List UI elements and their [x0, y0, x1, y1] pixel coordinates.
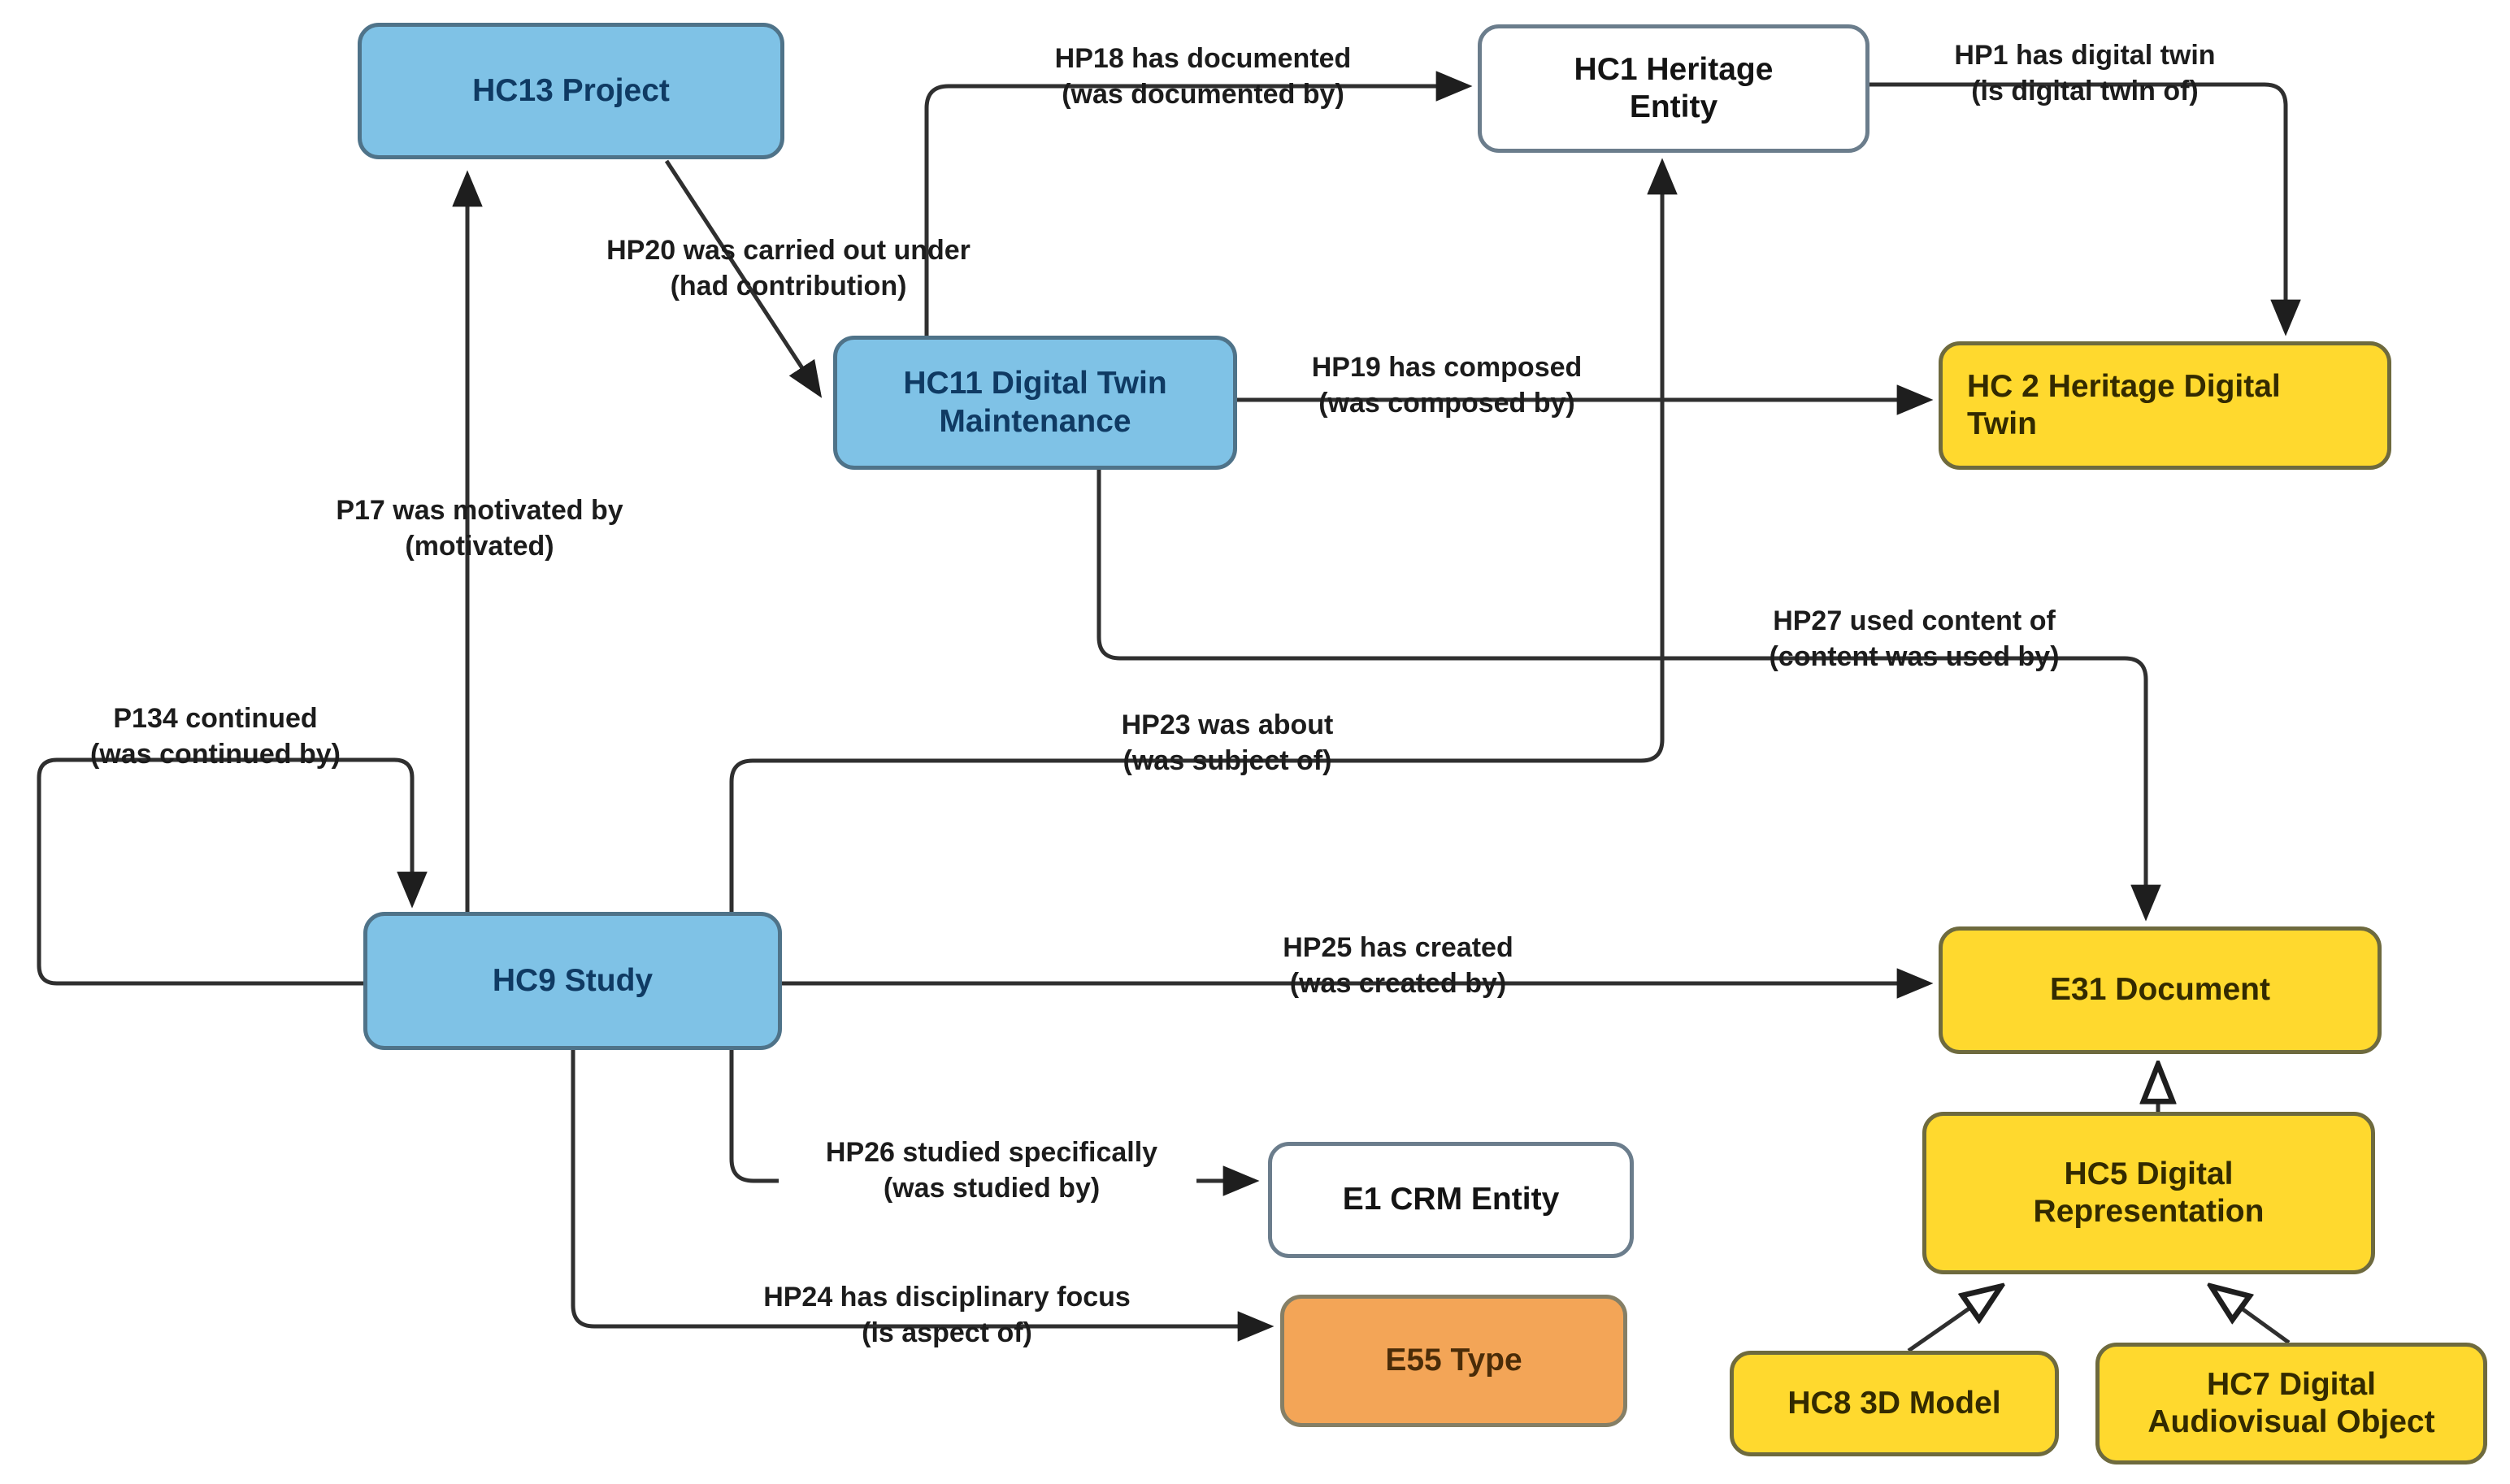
- edge-label-hp26: HP26 studied specifically (was studied b…: [825, 1137, 1158, 1204]
- edge-hp18: [924, 71, 1473, 336]
- edge-label-hp18: HP18 has documented (was documented by): [1054, 43, 1352, 110]
- edge-label-hp27: HP27 used content of (content was used b…: [1769, 605, 2060, 672]
- node-hc5-digital-representation: HC5 Digital Representation: [1922, 1112, 2375, 1274]
- node-hc13-project: HC13 Project: [358, 23, 784, 159]
- edge-label-p17: P17 was motivated by (motivated): [336, 495, 623, 562]
- node-hc2-heritage-digital-twin: HC 2 Heritage Digital Twin: [1939, 341, 2391, 470]
- edge-label-p134: P134 continued (was continued by): [90, 703, 341, 770]
- edge-hp1: [1869, 82, 2301, 336]
- edge-label-hp23: HP23 was about (was subject of): [1121, 709, 1334, 776]
- edge-hp23: [729, 158, 1678, 912]
- node-e55-type: E55 Type: [1280, 1295, 1627, 1427]
- node-e1-crm-entity: E1 CRM Entity: [1268, 1142, 1634, 1258]
- node-hc7-digital-audiovisual-object: HC7 Digital Audiovisual Object: [2095, 1343, 2487, 1464]
- edge-hp24: [571, 1050, 1275, 1342]
- edge-subclass-hc8-hc5: [1907, 1287, 2000, 1353]
- edge-subclass-hc7-hc5: [2213, 1287, 2291, 1345]
- node-hc8-3d-model: HC8 3D Model: [1730, 1351, 2059, 1456]
- edge-label-hp25: HP25 has created (was created by): [1283, 932, 1513, 999]
- edge-label-hp24: HP24 has disciplinary focus (is aspect o…: [763, 1282, 1131, 1348]
- edge-label-hp1: HP1 has digital twin (is digital twin of…: [1954, 40, 2216, 106]
- edge-hp26-stem: [729, 1050, 779, 1183]
- node-hc1-heritage-entity: HC1 Heritage Entity: [1478, 24, 1869, 153]
- node-hc9-study: HC9 Study: [363, 912, 782, 1050]
- edge-label-hp19: HP19 has composed (was composed by): [1311, 352, 1583, 419]
- node-hc11-digital-twin-maintenance: HC11 Digital Twin Maintenance: [833, 336, 1237, 470]
- edge-hp27: [1096, 470, 2161, 922]
- node-e31-document: E31 Document: [1939, 926, 2382, 1054]
- edge-hp20: [664, 159, 823, 398]
- edge-label-hp20: HP20 was carried out under (had contribu…: [606, 235, 971, 302]
- edge-p134: [37, 757, 428, 986]
